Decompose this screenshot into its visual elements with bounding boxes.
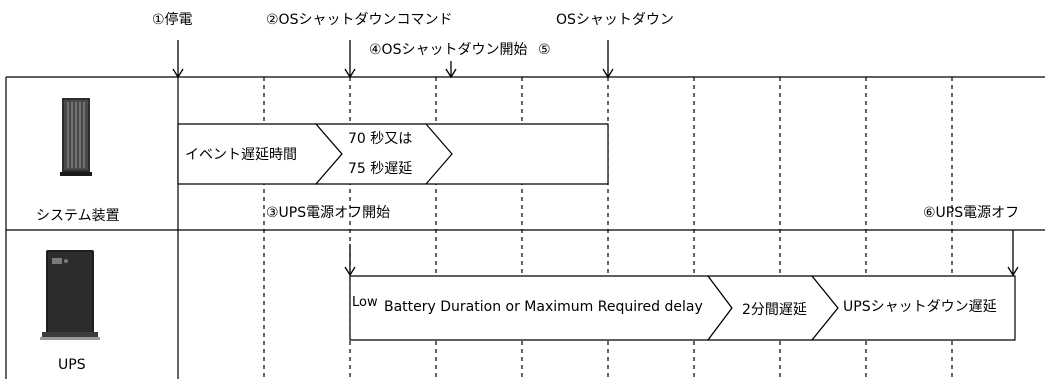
ups-shutdown-delay-bar xyxy=(810,275,1016,341)
two-minute-delay-text: 2分間遅延 xyxy=(742,302,807,318)
ups-unit-icon xyxy=(40,250,100,340)
delay-option-line2: 75 秒遅延 xyxy=(348,161,413,177)
arrow-ups-power-off xyxy=(1007,230,1019,277)
arrow-ups-power-off-start xyxy=(344,244,356,277)
arrow-os-shutdown-start xyxy=(445,61,457,79)
battery-delay-text: Battery Duration or Maximum Required del… xyxy=(384,299,703,315)
system-delay-bars xyxy=(177,123,609,185)
server-tower-icon xyxy=(60,98,92,176)
event-5-marker: ⑤ xyxy=(538,42,551,58)
event-arrows xyxy=(172,40,1019,277)
event-delay-text: イベント遅延時間 xyxy=(185,147,297,163)
event-os-shutdown-command-label: ②OSシャットダウンコマンド xyxy=(266,12,453,28)
ups-shutdown-delay-text: UPSシャットダウン遅延 xyxy=(843,299,997,315)
event-ups-power-off-label: ⑥UPS電源オフ xyxy=(923,205,1020,221)
event-os-shutdown-label: OSシャットダウン xyxy=(556,12,674,28)
arrow-os-shutdown xyxy=(602,40,614,79)
delay-option-line1: 70 秒又は xyxy=(348,131,413,147)
event-os-shutdown-start-label: ④OSシャットダウン開始 xyxy=(369,42,528,58)
event-power-failure-label: ①停電 xyxy=(152,12,193,28)
event-ups-power-off-start-label: ③UPS電源オフ開始 xyxy=(266,205,391,221)
os-shutdown-delay-bar xyxy=(314,123,609,185)
chevron-marker xyxy=(425,123,453,185)
system-row-label: システム装置 xyxy=(36,208,120,224)
arrow-os-shutdown-command xyxy=(344,40,356,79)
arrow-power-failure xyxy=(172,40,184,79)
low-prefix-text: Low xyxy=(352,295,378,310)
ups-row-label: UPS xyxy=(58,357,86,373)
ups-delay-bars xyxy=(349,275,1016,341)
